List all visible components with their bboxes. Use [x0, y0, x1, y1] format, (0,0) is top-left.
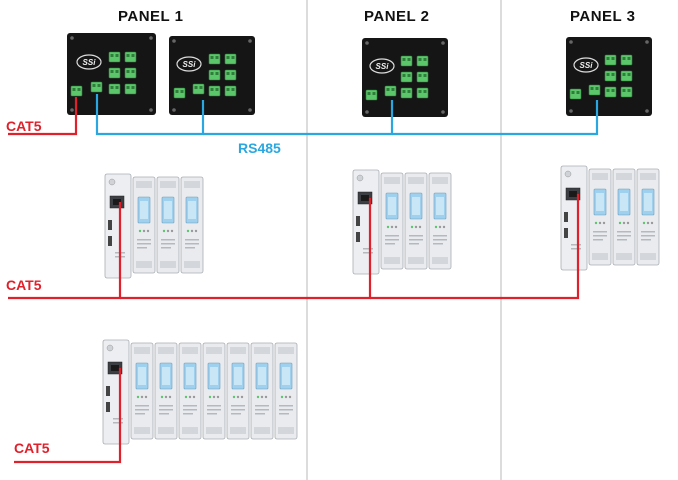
svg-text:SSi: SSi — [376, 62, 390, 71]
panel-1-title: PANEL 1 — [118, 8, 184, 25]
panel-3-title: PANEL 3 — [570, 8, 636, 25]
panel-3-board: SSi — [566, 37, 652, 116]
svg-text:SSi: SSi — [83, 58, 97, 67]
rs485-label: RS485 — [238, 140, 281, 156]
panel-2-board: SSi — [362, 38, 448, 117]
cat5-wire-middle-a — [8, 202, 122, 300]
panel-2-title: PANEL 2 — [364, 8, 430, 25]
cat5-wire-bottom — [14, 368, 122, 464]
cat5-label-top: CAT5 — [6, 118, 42, 134]
svg-text:SSi: SSi — [580, 61, 594, 70]
panel-1-board-a: SSi — [67, 33, 156, 115]
rs485-wire-1 — [95, 94, 205, 136]
module-stack-3 — [560, 165, 660, 271]
cat5-wire-top — [8, 97, 78, 136]
svg-text:SSi: SSi — [183, 60, 197, 69]
cat5-label-middle: CAT5 — [6, 277, 42, 293]
cat5-wire-middle-c — [370, 194, 580, 300]
cat5-label-bottom: CAT5 — [14, 440, 50, 456]
panel-1-board-b: SSi — [169, 36, 255, 115]
module-stack-4 — [102, 339, 298, 445]
module-stack-2 — [352, 169, 452, 275]
rs485-wire-3 — [392, 100, 599, 136]
